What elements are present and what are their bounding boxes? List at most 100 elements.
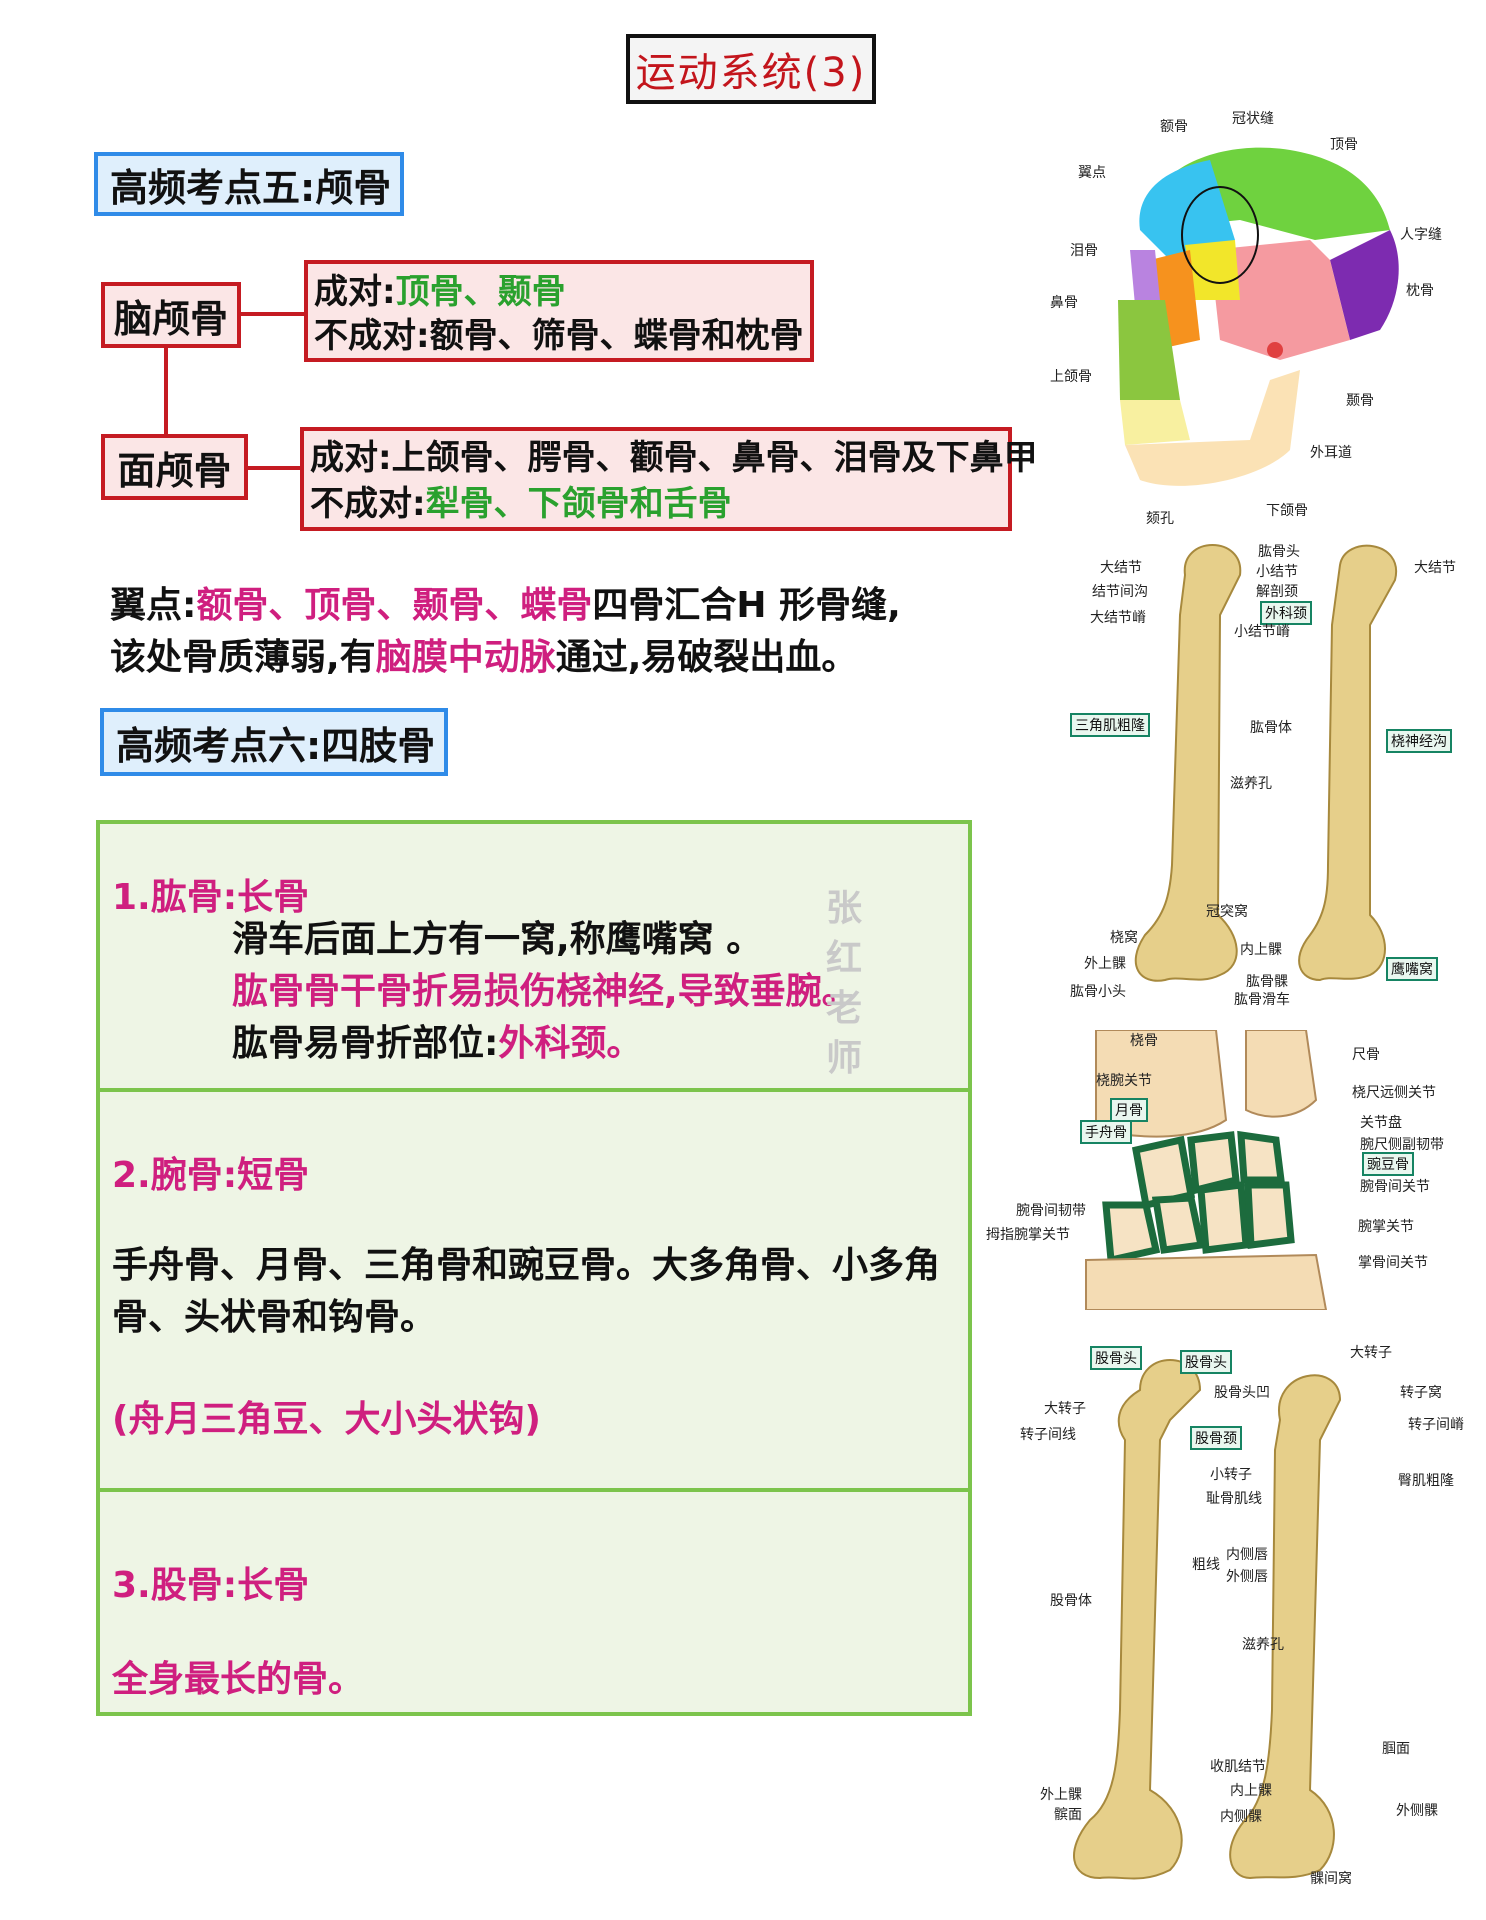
skull-figure: 额骨 冠状缝 顶骨 翼点 人字缝 泪骨 枕骨 鼻骨 上颌骨 颞骨 外耳道 颏孔 … <box>1030 100 1470 530</box>
femur-label: 股骨头凹 <box>1214 1385 1270 1401</box>
humerus-drawing <box>1134 544 1398 982</box>
paired-bones: 成对:上颌骨、腭骨、颧骨、鼻骨、泪骨及下鼻甲 <box>310 438 1038 478</box>
connector <box>240 312 306 316</box>
humerus-label: 内上髁 <box>1240 942 1282 958</box>
pterion-text: 该处骨质薄弱,有 <box>110 637 376 678</box>
femur-drawing <box>1073 1359 1342 1880</box>
skull-label: 下颌骨 <box>1266 503 1308 519</box>
femur-label: 髁间窝 <box>1310 1871 1352 1887</box>
humerus-tag: 三角肌粗隆 <box>1070 713 1150 737</box>
humerus-line: 肱骨骨干骨折易损伤桡神经,导致垂腕。 <box>232 971 858 1012</box>
humerus-label: 肱骨头 <box>1258 544 1300 560</box>
humerus-label: 大结节 <box>1414 560 1456 576</box>
divider <box>100 1088 968 1092</box>
humerus-label: 解剖颈 <box>1256 584 1298 600</box>
connector <box>247 466 303 470</box>
wrist-tag: 豌豆骨 <box>1362 1152 1414 1176</box>
femur-label: 臀肌粗隆 <box>1398 1473 1454 1489</box>
femur-tag: 股骨颈 <box>1190 1426 1242 1450</box>
skull-label: 翼点 <box>1078 165 1106 181</box>
wrist-label: 尺骨 <box>1352 1047 1380 1063</box>
humerus-label: 肱骨髁 <box>1246 974 1288 990</box>
humerus-label: 滋养孔 <box>1230 776 1272 792</box>
wrist-label: 关节盘 <box>1360 1115 1402 1131</box>
unpaired-bones: 不成对:额骨、筛骨、蝶骨和枕骨 <box>314 316 804 356</box>
artery-name: 脑膜中动脉 <box>375 637 556 678</box>
connector <box>164 346 168 438</box>
unpaired-prefix: 不成对: <box>310 484 426 524</box>
pterion-text: 四骨汇合H 形骨缝, <box>592 585 901 626</box>
section6-heading: 高频考点六:四肢骨 <box>100 708 448 776</box>
humerus-line: 肱骨易骨折部位:外科颈。 <box>232 1018 642 1070</box>
wrist-tag: 月骨 <box>1110 1098 1148 1122</box>
wrist-tag: 手舟骨 <box>1080 1120 1132 1144</box>
paired-prefix: 成对: <box>314 272 396 312</box>
brain-cranium-label: 脑颅骨 <box>101 282 241 348</box>
limb-bones-panel: 1.肱骨:长骨 滑车后面上方有一窝,称鹰嘴窝 。 肱骨骨干骨折易损伤桡神经,导致… <box>96 820 972 1716</box>
femur-label: 粗线 <box>1192 1557 1220 1573</box>
carpal-text: 手舟骨、月骨、三角骨和豌豆骨。大多角骨、小多角骨、头状骨和钩骨。 <box>112 1245 941 1338</box>
wrist-label: 拇指腕掌关节 <box>986 1227 1070 1243</box>
femur-label: 耻骨肌线 <box>1206 1491 1262 1507</box>
pterion-term: 翼点: <box>110 585 197 626</box>
skull-label: 颏孔 <box>1146 511 1174 527</box>
page-title: 运动系统(3) <box>626 34 876 104</box>
skull-label: 外耳道 <box>1310 445 1352 461</box>
wrist-label: 桡腕关节 <box>1096 1073 1152 1089</box>
humerus-figure: 肱骨头 大结节 小结节 大结节 结节间沟 解剖颈 大结节嵴 外科颈 小结节嵴 三… <box>1070 535 1470 1008</box>
femur-label: 外上髁 <box>1040 1787 1082 1803</box>
humerus-label: 小结节嵴 <box>1234 624 1290 640</box>
wrist-label: 桡骨 <box>1130 1033 1158 1049</box>
skull-label: 人字缝 <box>1400 227 1442 243</box>
femur-label: 外侧髁 <box>1396 1803 1438 1819</box>
femur-label: 收肌结节 <box>1210 1759 1266 1775</box>
humerus-label: 结节间沟 <box>1092 584 1148 600</box>
brain-cranium-detail: 成对:顶骨、颞骨 不成对:额骨、筛骨、蝶骨和枕骨 <box>304 260 814 362</box>
carpal-mnemonic: (舟月三角豆、大小头状钩) <box>112 1399 541 1440</box>
femur-label: 内侧髁 <box>1220 1809 1262 1825</box>
humerus-tag: 鹰嘴窝 <box>1386 957 1438 981</box>
pterion-paragraph: 翼点:额骨、顶骨、颞骨、蝶骨四骨汇合H 形骨缝, 该处骨质薄弱,有脑膜中动脉通过… <box>110 580 940 684</box>
humerus-line: 滑车后面上方有一窝,称鹰嘴窝 。 <box>232 919 763 960</box>
femur-label: 转子间线 <box>1020 1427 1076 1443</box>
skull-label: 顶骨 <box>1330 137 1358 153</box>
humerus-tag: 桡神经沟 <box>1386 729 1452 753</box>
skull-label: 鼻骨 <box>1050 295 1078 311</box>
skull-label: 额骨 <box>1160 119 1188 135</box>
paired-bones: 顶骨、颞骨 <box>395 272 566 312</box>
femur-figure: 股骨头 股骨头 大转子 股骨头凹 转子窝 大转子 转子间线 股骨颈 转子间嵴 小… <box>1020 1330 1466 1910</box>
femur-label: 大转子 <box>1044 1401 1086 1417</box>
watermark: 张红老师 <box>825 888 862 1079</box>
humerus-label: 大结节 <box>1100 560 1142 576</box>
skull-label: 冠状缝 <box>1232 111 1274 127</box>
skull-label: 泪骨 <box>1070 243 1098 259</box>
skull-label: 枕骨 <box>1406 283 1434 299</box>
humerus-label: 肱骨滑车 <box>1234 992 1290 1008</box>
humerus-tag: 外科颈 <box>1260 601 1312 625</box>
femur-label: 内上髁 <box>1230 1783 1272 1799</box>
femur-label: 小转子 <box>1210 1467 1252 1483</box>
divider <box>100 1488 968 1492</box>
femur-tag: 股骨头 <box>1090 1346 1142 1370</box>
femur-label: 转子间嵴 <box>1408 1417 1464 1433</box>
femur-label: 外侧唇 <box>1226 1569 1268 1585</box>
skull-label: 上颌骨 <box>1050 369 1092 385</box>
unpaired-bones: 犁骨、下颌骨和舌骨 <box>425 484 732 524</box>
pterion-text: 通过,易破裂出血。 <box>555 637 858 678</box>
femur-label: 股骨体 <box>1050 1593 1092 1609</box>
femur-tag: 股骨头 <box>1180 1350 1232 1374</box>
humerus-label: 肱骨体 <box>1250 720 1292 736</box>
facial-cranium-detail: 成对:上颌骨、腭骨、颧骨、鼻骨、泪骨及下鼻甲 不成对:犁骨、下颌骨和舌骨 <box>300 427 1038 531</box>
wrist-drawing <box>1085 1029 1328 1311</box>
humerus-label: 肱骨小头 <box>1070 984 1126 1000</box>
femur-heading: 3.股骨:长骨 <box>112 1565 310 1606</box>
femur-label: 转子窝 <box>1400 1385 1442 1401</box>
carpal-heading: 2.腕骨:短骨 <box>112 1155 310 1196</box>
wrist-label: 掌骨间关节 <box>1358 1255 1428 1271</box>
femur-label: 腘面 <box>1382 1741 1410 1757</box>
pterion-bones: 额骨、顶骨、颞骨、蝶骨 <box>196 585 593 626</box>
femur-label: 滋养孔 <box>1242 1637 1284 1653</box>
fracture-site: 外科颈。 <box>498 1023 643 1064</box>
skull-label: 颞骨 <box>1346 393 1374 409</box>
wrist-label: 腕尺侧副韧带 <box>1360 1137 1444 1153</box>
